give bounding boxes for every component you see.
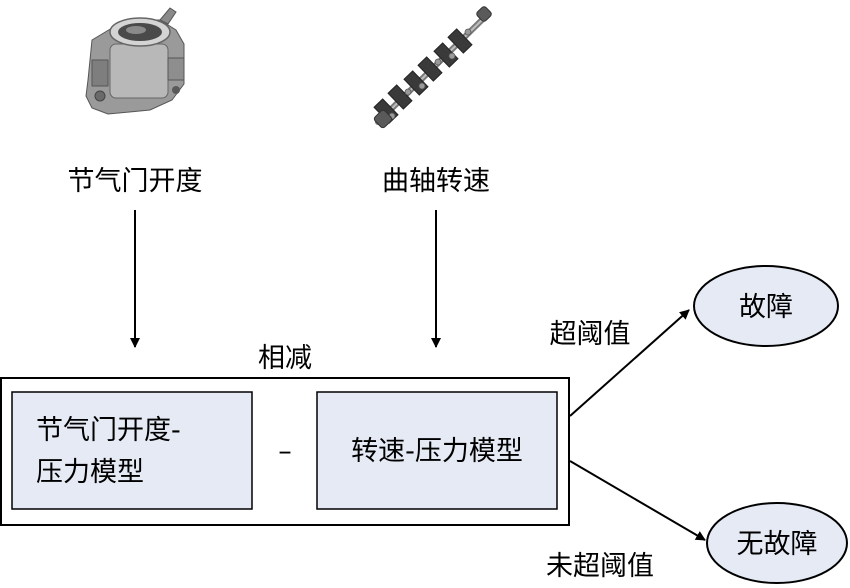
crankshaft-icon (373, 6, 492, 129)
no-fault-branch-arrow (569, 460, 706, 541)
minus-sign: – (278, 436, 292, 467)
throttle-model-line2: 压力模型 (36, 457, 144, 488)
no-fault-ellipse (706, 502, 848, 584)
speed-model-label: 转速-压力模型 (351, 436, 523, 467)
throttle-body-icon (85, 7, 185, 115)
fault-ellipse (693, 265, 839, 347)
no-fault-label: 无故障 (737, 529, 818, 560)
crank-speed-label: 曲轴转速 (382, 166, 490, 197)
over-threshold-label: 超阈值 (550, 319, 631, 350)
subtract-label: 相减 (258, 343, 312, 374)
throttle-model-line1: 节气门开度- (36, 415, 181, 446)
fault-branch-arrow (569, 309, 690, 417)
speed-pressure-model-box (316, 391, 558, 510)
fault-label: 故障 (739, 292, 793, 323)
under-threshold-label: 未超阈值 (546, 551, 654, 582)
throttle-label: 节气门开度 (68, 166, 203, 197)
throttle-pressure-model-box (11, 391, 253, 510)
